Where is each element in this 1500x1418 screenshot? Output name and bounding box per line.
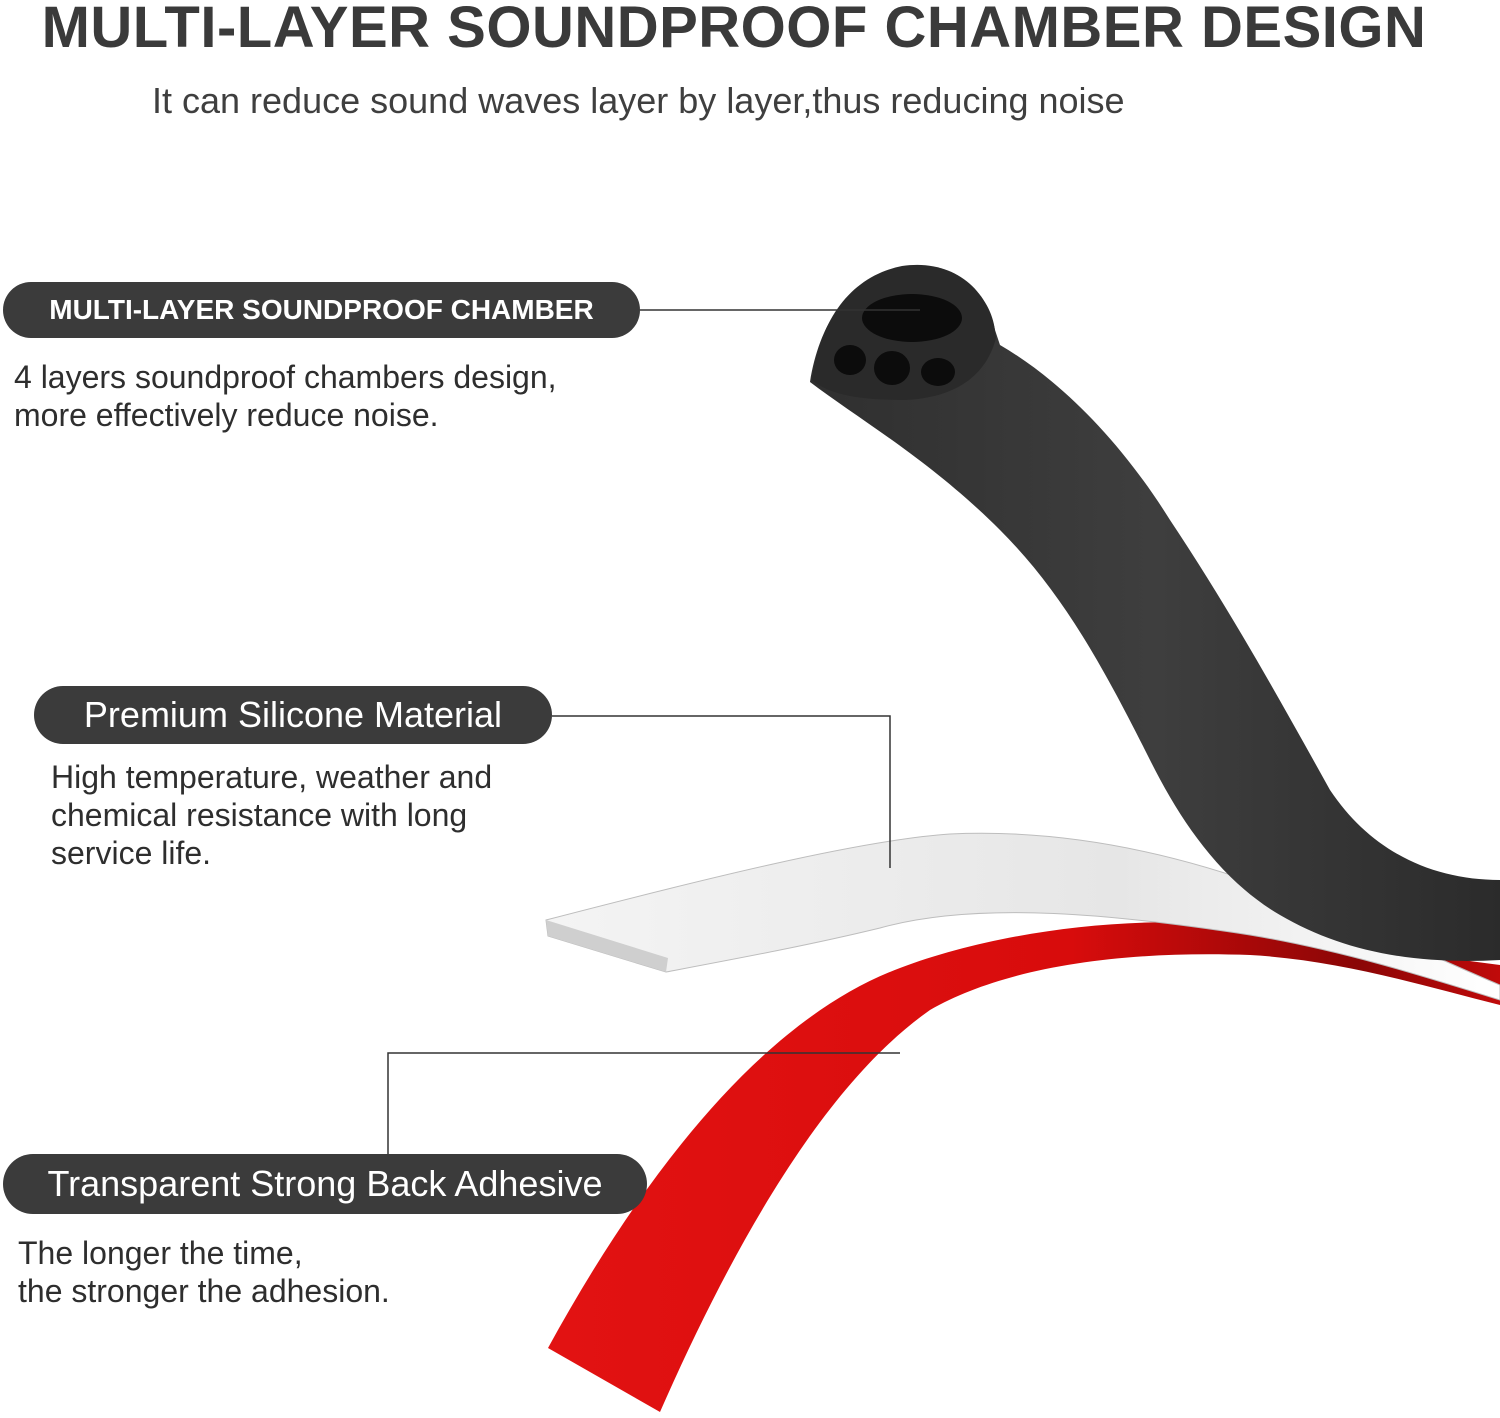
feature-description-adhesive: The longer the time, the stronger the ad… [18, 1234, 390, 1310]
chamber-2 [874, 351, 910, 385]
feature-label-adhesive: Transparent Strong Back Adhesive [3, 1154, 647, 1214]
rubber-seal-shape [810, 266, 1500, 961]
feature-description-silicone: High temperature, weather and chemical r… [51, 758, 492, 872]
chamber-3 [921, 358, 955, 386]
leader-line-adhesive [387, 1052, 900, 1154]
page-subtitle: It can reduce sound waves layer by layer… [152, 80, 1125, 121]
feature-label-silicone: Premium Silicone Material [34, 686, 552, 744]
description-line: more effectively reduce noise. [14, 397, 439, 433]
chamber-top [862, 294, 962, 342]
leader-line-silicone [552, 715, 891, 868]
description-line: the stronger the adhesion. [18, 1273, 390, 1309]
page-title: MULTI-LAYER SOUNDPROOF CHAMBER DESIGN [41, 0, 1427, 60]
description-line: The longer the time, [18, 1235, 303, 1271]
chamber-1 [834, 345, 866, 375]
description-line: High temperature, weather and [51, 759, 493, 795]
description-line: chemical resistance with long [51, 797, 468, 833]
adhesive-liner-shape [548, 922, 1500, 1412]
feature-description-chamber: 4 layers soundproof chambers design, mor… [14, 358, 557, 434]
silicone-layer-edge [546, 920, 668, 972]
description-line: 4 layers soundproof chambers design, [14, 359, 557, 395]
feature-label-chamber: MULTI-LAYER SOUNDPROOF CHAMBER [3, 282, 640, 338]
description-line: service life. [51, 835, 212, 871]
